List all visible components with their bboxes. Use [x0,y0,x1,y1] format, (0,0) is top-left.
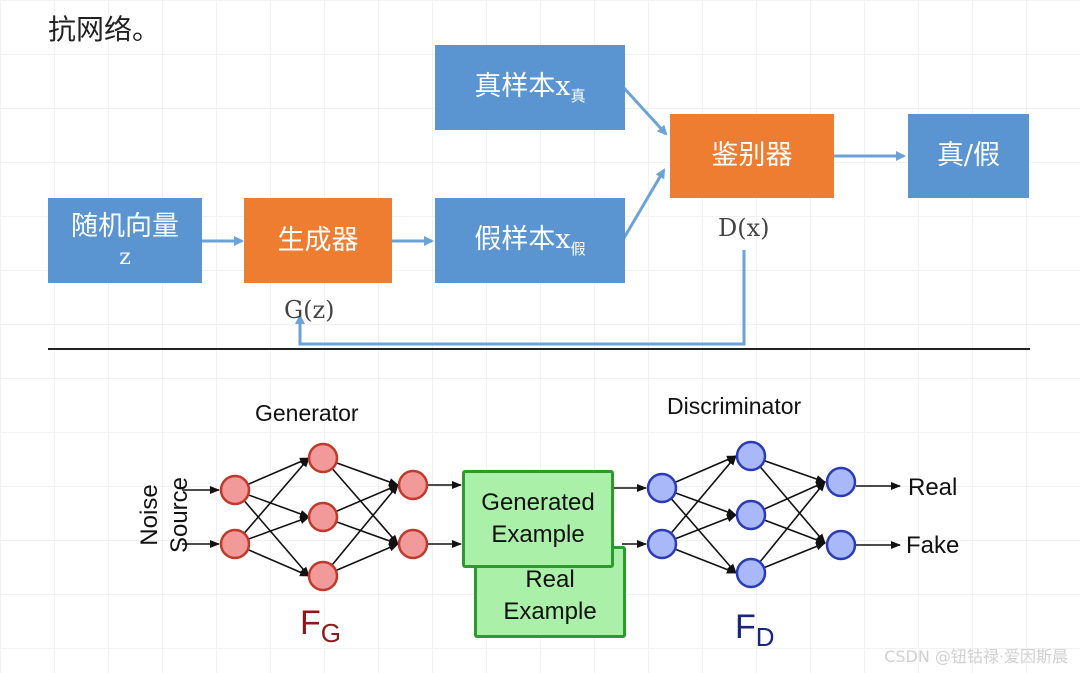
discriminator-nodes [646,440,857,589]
output-box: 真/假 [908,114,1029,198]
generator-nodes [219,442,429,592]
fake-sample-subscript: 假 [570,239,586,258]
generator-node [397,469,429,501]
discriminator-node [646,472,678,504]
output-real-label: Real [908,474,958,501]
generator-title: Generator [255,400,359,426]
generated-example-label: Generated Example [481,488,595,548]
fg-subscript: G [320,618,342,648]
discriminator-node [646,528,678,560]
discriminator-node [735,557,767,589]
generator-node [307,442,339,474]
discriminator-node [825,529,857,561]
generator-node [397,528,429,560]
generator-node [219,474,251,506]
discriminator-title: Discriminator [667,393,802,419]
generated-example-box: Generated Example [462,470,614,568]
output-fake-label: Fake [906,532,960,559]
watermark-text: CSDN @钮钴禄·爱因斯晨 [884,647,1068,666]
arrow-feedback [295,250,746,346]
fake-sample-label: 假样本x [474,223,571,255]
intro-text: 抗网络。 [48,13,161,46]
fg-label: FG [300,604,341,648]
noise-vector-box: 随机向量 z [48,198,202,283]
discriminator-node [735,440,767,472]
noise-vector-label: 随机向量 [71,210,179,242]
generator-box: 生成器 [244,198,392,283]
discriminator-node [735,499,767,531]
output-label: 真/假 [936,140,1001,172]
generator-node [307,560,339,592]
discriminator-function-label: D(x) [718,214,770,242]
generator-node [307,501,339,533]
section-divider [48,348,1030,350]
real-sample-subscript: 真 [570,86,586,105]
fd-main: F [735,608,756,646]
arrow-real-to-discriminator [622,86,668,136]
generator-node [219,528,251,560]
fake-sample-box: 假样本x假 [435,198,625,283]
arrow-fake-to-discriminator [622,168,666,239]
discriminator-node [825,466,857,498]
noise-vector-symbol: z [119,244,131,270]
real-sample-box: 真样本x真 [435,45,625,130]
fg-main: F [300,604,321,642]
fd-label: FD [735,608,775,652]
generator-label: 生成器 [277,224,359,256]
real-example-label: Real Example [503,565,597,625]
generator-function-label: G(z) [284,296,335,324]
noise-source-label: Noise Source [136,476,193,554]
discriminator-label: 鉴别器 [711,140,793,172]
discriminator-box: 鉴别器 [670,114,834,198]
real-sample-label: 真样本x [474,70,571,102]
fd-subscript: D [755,622,775,652]
